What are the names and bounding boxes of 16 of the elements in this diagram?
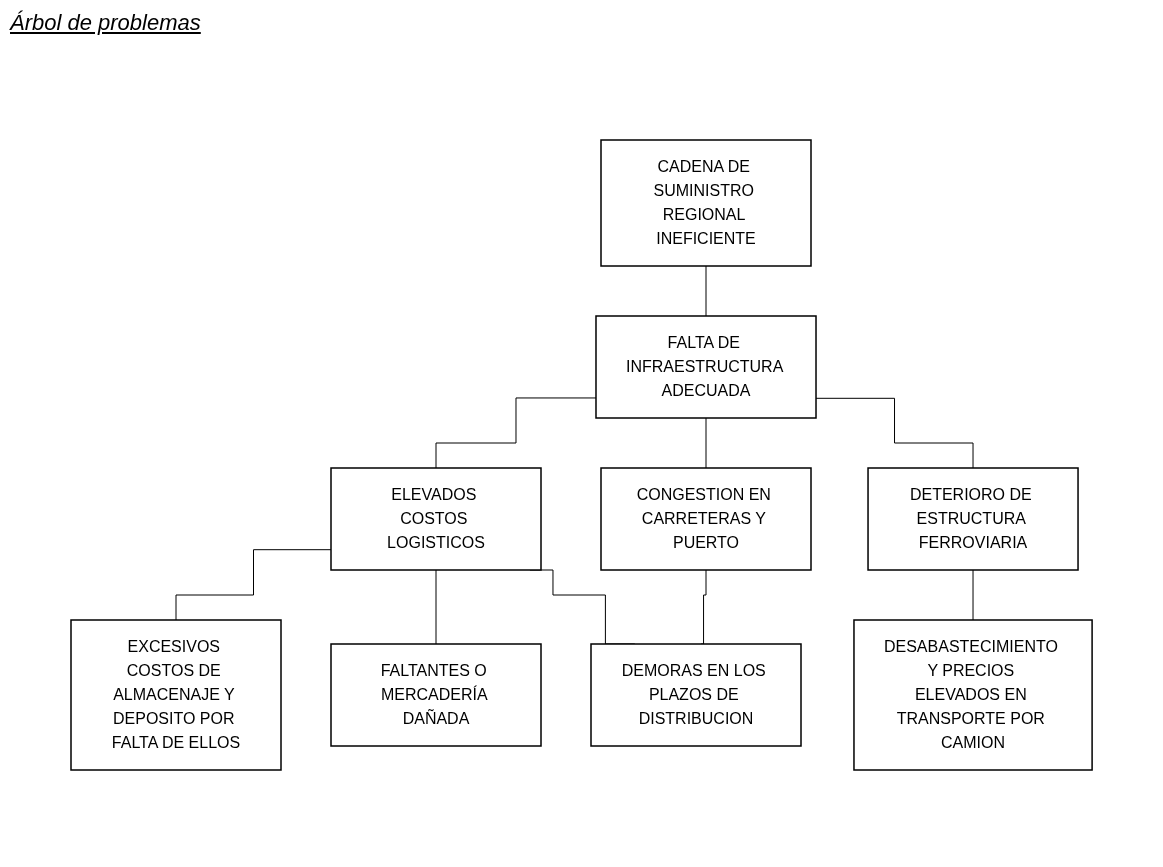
node-box: DETERIORO DE ESTRUCTURA FERROVIARIA <box>867 467 1079 571</box>
node-box: DEMORAS EN LOS PLAZOS DE DISTRIBUCION <box>590 643 802 747</box>
connector <box>700 569 707 645</box>
diagram-title: Árbol de problemas <box>10 10 201 36</box>
node-box: FALTA DE INFRAESTRUCTURA ADECUADA <box>595 315 817 419</box>
node-box: FALTANTES O MERCADERÍA DAÑADA <box>330 643 542 747</box>
connector <box>972 569 974 621</box>
node-box: CONGESTION EN CARRETERAS Y PUERTO <box>600 467 812 571</box>
node-box: ELEVADOS COSTOS LOGISTICOS <box>330 467 542 571</box>
connector <box>705 265 707 317</box>
connector <box>705 417 707 469</box>
node-box: DESABASTECIMIENTO Y PRECIOS ELEVADOS EN TRANSPORTE POR CAMION <box>853 619 1093 771</box>
connector <box>815 397 974 469</box>
node-box: EXCESIVOS COSTOS DE ALMACENAJE Y DEPOSITO POR FALTA DE ELLOS <box>70 619 282 771</box>
node-box: CADENA DE SUMINISTRO REGIONAL INEFICIENTE <box>600 139 812 267</box>
connector <box>435 569 437 645</box>
